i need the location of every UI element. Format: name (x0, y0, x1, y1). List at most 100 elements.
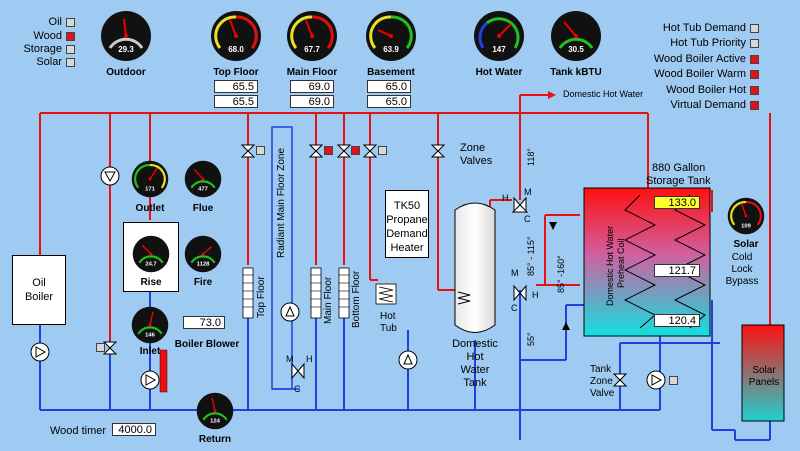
status-virtual-demand-label: Virtual Demand (670, 99, 746, 111)
temp-85-115-label: 85° - 115° (526, 236, 536, 276)
status-hot-tub-priority-indicator (750, 39, 759, 48)
status-wood-boiler-warm-indicator (750, 70, 759, 79)
hot-tub-label-2: Tub (380, 323, 397, 334)
hot-water-gauge: 147 (474, 11, 524, 61)
legend-oil-indicator (66, 18, 75, 27)
oil-boiler-box: Oil Boiler (12, 255, 66, 325)
top-floor-setpoint-2[interactable]: 65.5 (214, 95, 258, 108)
tank-zone-pump-indicator (669, 376, 678, 385)
solar-panels-label-1: Solar (752, 365, 776, 376)
basement-gauge-value: 63.9 (383, 45, 399, 54)
radiant-valve-c: C (294, 384, 301, 394)
solar-panels-shape (741, 324, 785, 422)
inlet-valve-indicator (96, 343, 105, 352)
outdoor-gauge: 29.3 (101, 11, 151, 61)
bottom-floor-radiator-label: Bottom Floor (351, 270, 362, 328)
cold-lock-label-2: Lock (731, 264, 753, 275)
fire-gauge: 1128 (184, 235, 222, 273)
temp-85-160-label: 85° -160° (556, 255, 566, 293)
tank-zone-valve-label-1: Tank (590, 364, 612, 375)
main-floor-gauge: 67.7 (287, 11, 337, 61)
return-gauge-value: 124 (210, 419, 220, 425)
dhw-mix-valve-c: C (524, 214, 531, 224)
rise-gauge: 24.7 (132, 235, 170, 273)
zone-valves-label-2: Valves (460, 155, 493, 167)
outdoor-gauge-label: Outdoor (106, 67, 146, 78)
main-floor-setpoint-1[interactable]: 69.0 (290, 80, 334, 93)
tank-kbtu-gauge: 30.5 (551, 11, 601, 61)
dhw-tank-label-3: Water (460, 364, 490, 376)
solar-gauge-label: Solar (733, 239, 759, 250)
radiant-valve-h: H (306, 354, 313, 364)
solar-gauge-value: 109 (741, 224, 751, 230)
preheat-coil-label-2: Preheat Coil (616, 238, 626, 288)
propane-heater-label-3: Demand (386, 228, 428, 240)
propane-heater-box: TK50 Propane Demand Heater (385, 190, 429, 258)
inlet-gauge-value: 146 (145, 333, 155, 339)
status-wood-boiler-active-label: Wood Boiler Active (653, 53, 746, 65)
tank-mid-temp: 121.7 (654, 264, 700, 277)
dhw-tank-label-4: Tank (463, 377, 487, 389)
domestic-hot-water-arrow-label: Domestic Hot Water (563, 89, 644, 99)
bottom-floor-valve-indicator (351, 146, 360, 155)
outlet-gauge: 171 (131, 160, 169, 198)
propane-heater-label-2: Propane (386, 214, 428, 226)
flue-gauge-value: 477 (198, 187, 208, 193)
oil-boiler-label-2: Boiler (24, 291, 54, 303)
storage-tank-title-1: 880 Gallon (652, 162, 706, 174)
hot-water-gauge-value: 147 (492, 45, 506, 54)
legend-storage-indicator (66, 45, 75, 54)
top-floor-gauge: 68.0 (211, 11, 261, 61)
status-wood-boiler-hot-label: Wood Boiler Hot (666, 84, 746, 96)
tank-kbtu-gauge-value: 30.5 (568, 45, 584, 54)
status-wood-boiler-active-indicator (750, 55, 759, 64)
storage-tank-title-2: Storage Tank (646, 175, 711, 187)
preheat-valve-c: C (511, 303, 518, 313)
tank-top-temp: 133.0 (654, 196, 700, 209)
main-floor-valve-indicator (324, 146, 333, 155)
status-hot-tub-priority-label: Hot Tub Priority (670, 37, 746, 49)
status-hot-tub-demand-indicator (750, 24, 759, 33)
dhw-tank-label-1: Domestic (452, 338, 498, 350)
top-floor-gauge-label: Top Floor (213, 67, 259, 78)
main-floor-radiator-label: Main Floor (323, 276, 334, 324)
dhw-tank-shape (454, 202, 496, 333)
legend-oil-label: Oil (48, 16, 62, 28)
radiant-zone-label: Radiant Main Floor Zone (276, 147, 287, 258)
rise-gauge-label: Rise (140, 277, 162, 288)
inlet-gauge-label: Inlet (139, 346, 161, 357)
preheat-coil-label-1: Domestic Hot Water (605, 225, 615, 306)
wood-timer-value[interactable]: 4000.0 (112, 423, 156, 436)
basement-gauge-label: Basement (367, 67, 415, 78)
outlet-gauge-value: 171 (145, 187, 155, 193)
main-floor-setpoint-2[interactable]: 69.0 (290, 95, 334, 108)
basement-gauge: 63.9 (366, 11, 416, 61)
tank-kbtu-gauge-label: Tank kBTU (550, 67, 602, 78)
flue-gauge: 477 (184, 160, 222, 198)
status-wood-boiler-warm-label: Wood Boiler Warm (654, 68, 746, 80)
dhw-arrow-head (548, 91, 556, 99)
temp-118-label: 118° (526, 148, 536, 166)
rise-gauge-value: 24.7 (145, 262, 156, 268)
tank-zone-valve-label-2: Zone (590, 376, 613, 387)
outdoor-gauge-value: 29.3 (118, 45, 134, 54)
dhw-tank-label-2: Hot (466, 351, 484, 363)
top-floor-gauge-value: 68.0 (228, 45, 244, 54)
legend-solar-label: Solar (36, 56, 62, 68)
cold-lock-label-1: Cold (731, 252, 753, 263)
top-floor-valve-indicator (256, 146, 265, 155)
top-floor-setpoint-1[interactable]: 65.5 (214, 80, 258, 93)
legend-wood-indicator (66, 32, 75, 41)
solar-panels-label-2: Panels (748, 377, 780, 388)
radiant-valve-m: M (286, 354, 294, 364)
legend-wood-label: Wood (33, 30, 62, 42)
basement-setpoint-2[interactable]: 65.0 (367, 95, 411, 108)
dhw-mix-valve-h: H (502, 193, 509, 203)
basement-setpoint-1[interactable]: 65.0 (367, 80, 411, 93)
hot-tub-valve-indicator (378, 146, 387, 155)
status-wood-boiler-hot-indicator (750, 86, 759, 95)
solar-gauge: 109 (727, 197, 765, 235)
return-gauge-label: Return (198, 434, 232, 445)
boiler-blower-value[interactable]: 73.0 (183, 316, 225, 329)
